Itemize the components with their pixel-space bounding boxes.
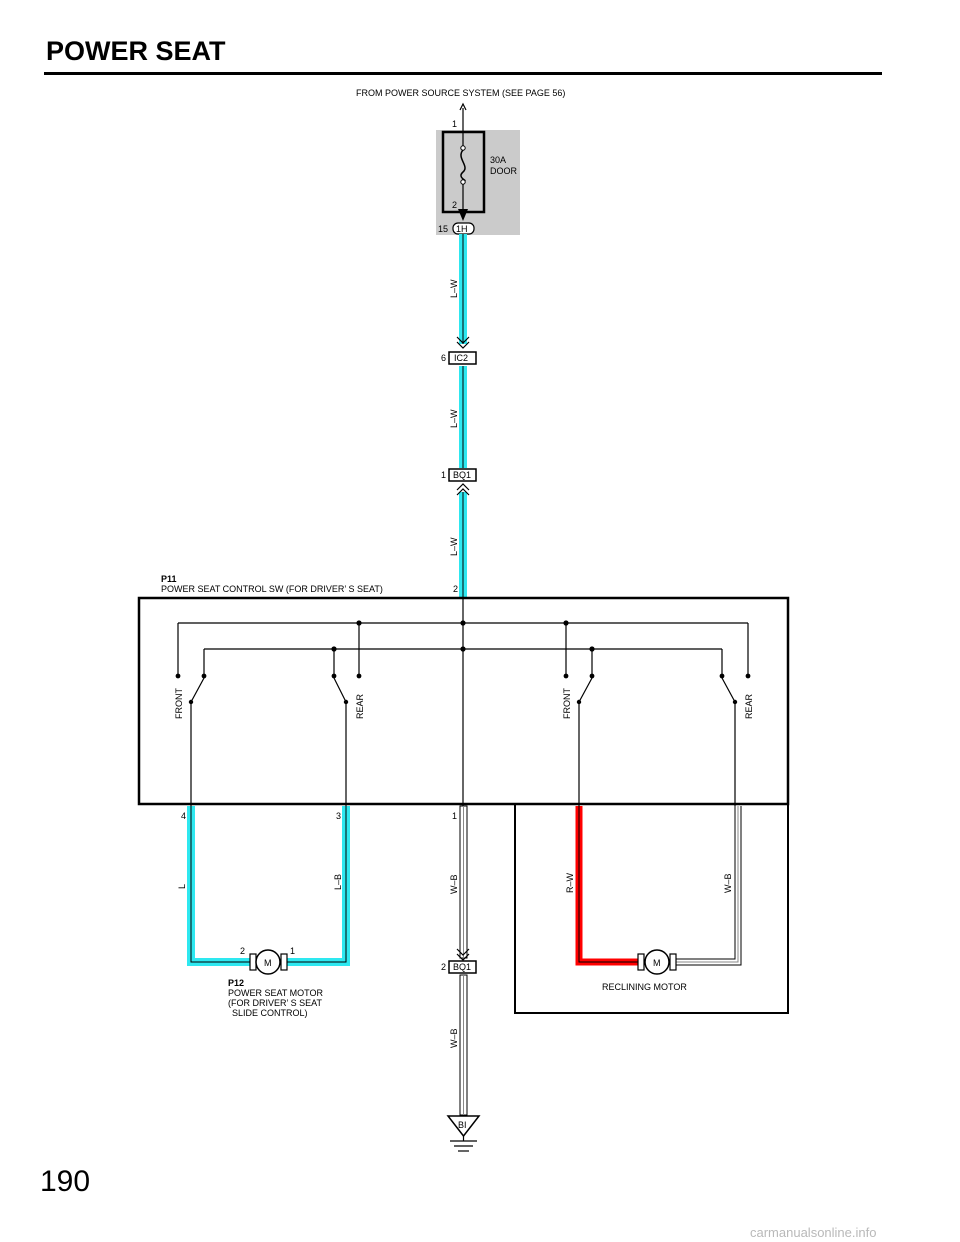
recline-motor-wiring — [575, 806, 742, 966]
page-title: POWER SEAT — [46, 36, 226, 66]
fuse-name: DOOR — [490, 166, 518, 176]
motor-icon — [644, 949, 670, 975]
switch-pin-3: 3 — [336, 811, 341, 821]
wire-color-lw-1: L–W — [449, 279, 459, 298]
switch-pin-1: 1 — [452, 811, 457, 821]
wire-color-wb-1: W–B — [449, 874, 459, 894]
slide-motor-p12: M 2 1 P12 POWER SEAT MOTOR (FOR DRIVER’ … — [228, 946, 324, 1018]
svg-text:2: 2 — [240, 946, 245, 956]
svg-text:IC2: IC2 — [454, 353, 468, 363]
ground-icon: BI — [446, 1115, 481, 1152]
svg-text:M: M — [264, 958, 272, 968]
switch-code: P11 — [161, 574, 177, 584]
svg-text:2: 2 — [441, 962, 446, 972]
svg-text:1: 1 — [290, 946, 295, 956]
fuse-block: 1 30A DOOR 2 — [436, 102, 520, 235]
svg-text:1H: 1H — [456, 224, 468, 234]
reclining-motor-box — [514, 803, 789, 1014]
fuse-pin-bottom: 2 — [452, 200, 457, 210]
svg-text:BQ1: BQ1 — [453, 470, 471, 480]
title-rule — [44, 72, 882, 75]
contact-label-front-2: FRONT — [562, 688, 572, 719]
connector-bq1-bottom: BQ1 2 — [441, 948, 477, 974]
slide-motor-wiring — [187, 806, 350, 966]
contact-label-front-1: FRONT — [174, 688, 184, 719]
fuse-pin-top: 1 — [452, 119, 457, 129]
wire-color-wb-2: W–B — [723, 873, 733, 893]
svg-text:1: 1 — [441, 470, 446, 480]
svg-text:BQ1: BQ1 — [453, 962, 471, 972]
connector-bq1-top: BQ1 1 — [441, 468, 477, 496]
svg-text:M: M — [653, 958, 661, 968]
switch-pin-4: 4 — [181, 811, 186, 821]
wire-color-lw-3: L–W — [449, 537, 459, 556]
connector-ic2: IC2 6 — [441, 336, 477, 365]
fuse-arrow-down — [458, 209, 468, 221]
source-label: FROM POWER SOURCE SYSTEM (SEE PAGE 56) — [356, 88, 565, 98]
slide-motor-name-3: SLIDE CONTROL) — [232, 1008, 308, 1018]
reclining-motor: M RECLINING MOTOR — [602, 949, 687, 992]
wire-color-lw-2: L–W — [449, 409, 459, 428]
slide-motor-name-1: POWER SEAT MOTOR — [228, 988, 324, 998]
fuse-rating: 30A — [490, 155, 506, 165]
fuse-terminal-bottom — [460, 179, 466, 185]
page-number: 190 — [40, 1165, 91, 1198]
slide-motor-code: P12 — [228, 978, 244, 988]
fuse-terminal-top — [460, 145, 466, 151]
wire-color-lb: L–B — [333, 874, 343, 890]
svg-text:BI: BI — [458, 1120, 467, 1130]
contact-label-rear-1: REAR — [355, 693, 365, 719]
switch-name: POWER SEAT CONTROL SW (FOR DRIVER’ S SEA… — [161, 584, 383, 594]
motor-icon — [255, 949, 281, 975]
wire-color-l: L — [177, 884, 187, 889]
contact-label-rear-2: REAR — [744, 693, 754, 719]
wire-color-wb-3: W–B — [449, 1028, 459, 1048]
fuse-shade — [436, 130, 520, 235]
connector-1h: 1H 15 — [438, 222, 475, 235]
slide-motor-name-2: (FOR DRIVER’ S SEAT — [228, 998, 323, 1008]
wb-ground-wire — [459, 805, 468, 1116]
switch-pin-in: 2 — [453, 584, 458, 594]
lw-feed-wire — [459, 234, 467, 598]
reclining-motor-name: RECLINING MOTOR — [602, 982, 687, 992]
svg-text:6: 6 — [441, 353, 446, 363]
watermark: carmanualsonline.info — [750, 1225, 877, 1240]
switch-unit-p11: P11 POWER SEAT CONTROL SW (FOR DRIVER’ S… — [137, 574, 790, 821]
wire-color-rw: R–W — [565, 872, 575, 893]
svg-text:15: 15 — [438, 224, 448, 234]
